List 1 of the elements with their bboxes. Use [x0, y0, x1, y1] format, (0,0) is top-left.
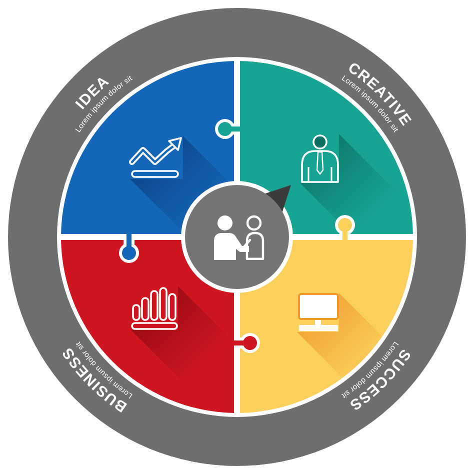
center-circle	[180, 180, 296, 296]
